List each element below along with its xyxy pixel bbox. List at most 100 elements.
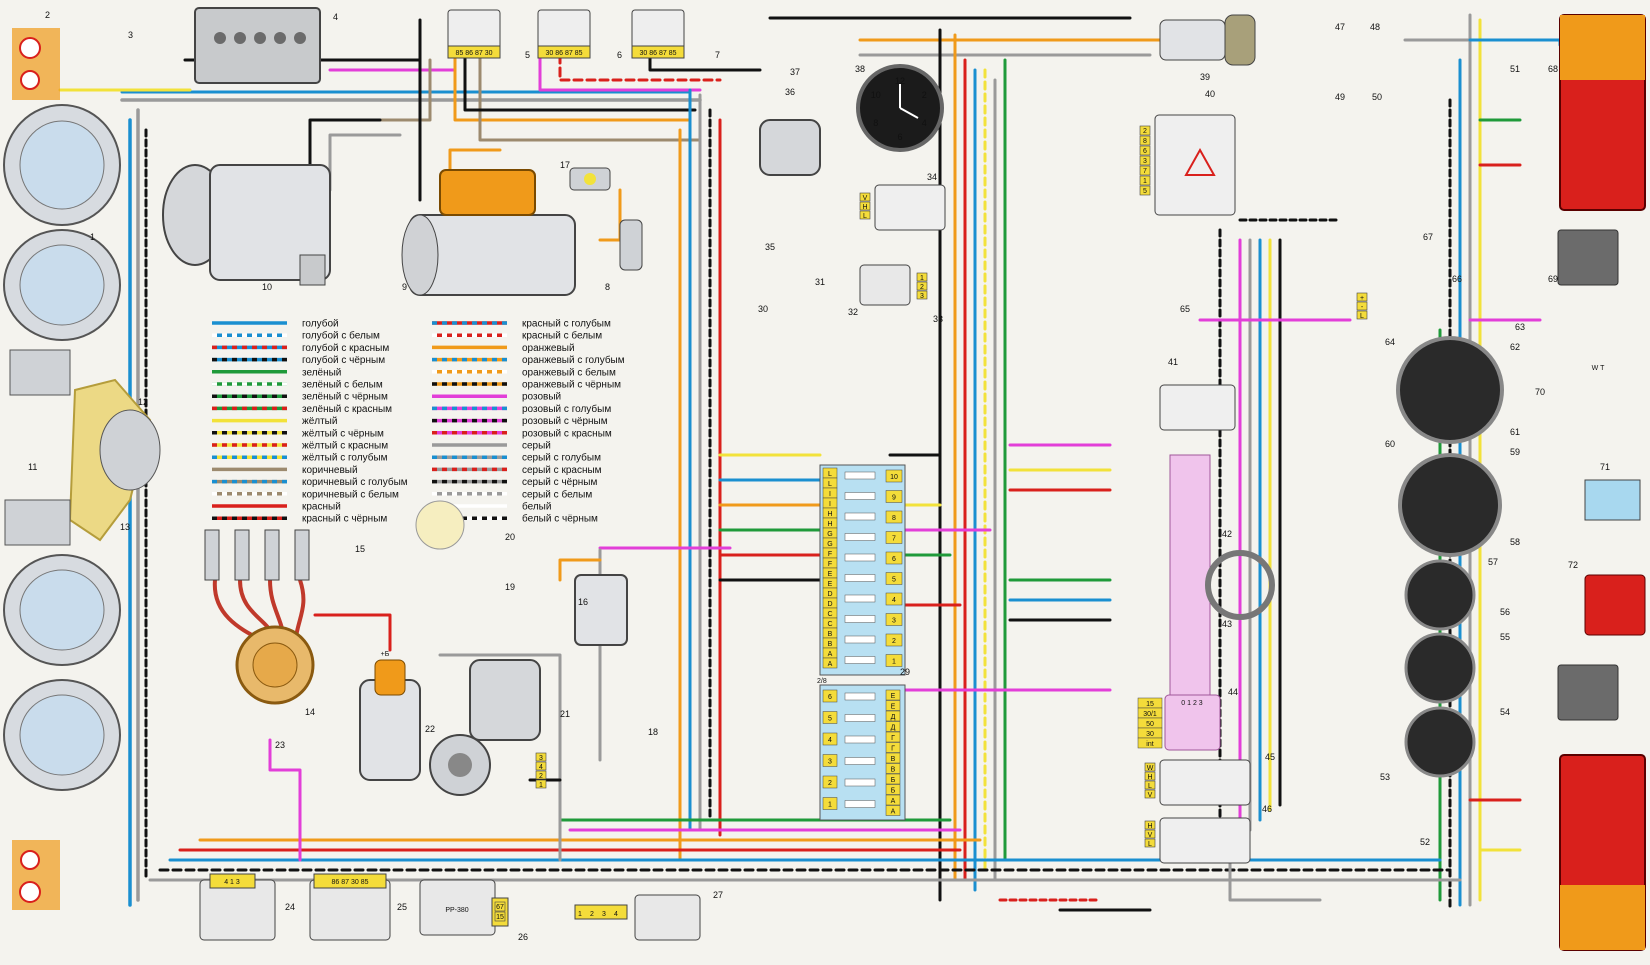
legend-label: оранжевый с голубым <box>522 354 625 366</box>
fuse-number: 1 <box>828 802 832 809</box>
switch-45-pin-label: V <box>1148 792 1153 799</box>
clock-numeral: 12 <box>895 76 905 86</box>
legend-entry: коричневый с голубым <box>212 476 408 488</box>
fuse-number-cell <box>885 633 903 647</box>
spark-plugs <box>204 529 310 581</box>
legend-entry: серый <box>432 441 551 452</box>
fuse-letter: E <box>891 693 896 700</box>
fuse-letter: A <box>828 661 833 668</box>
spark-plug-8 <box>619 219 643 271</box>
fuse-number-cell <box>822 754 838 767</box>
heater-switch <box>874 184 946 231</box>
legend-entry: серый с голубым <box>432 452 601 464</box>
switch-33-pin-label: 1 <box>920 275 924 282</box>
fuse-letter-cell <box>885 700 901 711</box>
switch-46-pin-label: H <box>1147 823 1152 830</box>
fuse-number-cell <box>885 654 903 667</box>
ignition-terminal: 30 <box>1146 731 1154 738</box>
rear-lamp-right-top <box>1559 14 1646 211</box>
wiper-21-pin <box>535 770 547 780</box>
label-switch-33: 33 <box>933 314 943 324</box>
fuse-letter: Г <box>891 746 895 753</box>
label-spark-plug-8: 8 <box>605 282 610 292</box>
regulator-26-pin-label: 15 <box>496 914 504 921</box>
gauge-56 <box>1404 559 1476 631</box>
relay-40-pin <box>1139 165 1151 176</box>
legend-label: белый с чёрным <box>522 513 598 525</box>
legend-entry: розовый с красным <box>432 428 612 439</box>
legend-label: серый <box>522 441 551 452</box>
wiper-21-pin-label: 3 <box>539 755 543 762</box>
gauge-54 <box>1404 706 1476 778</box>
switch-46-pin <box>1144 829 1156 839</box>
label-gauge-55: 55 <box>1500 632 1510 642</box>
lamp-71 <box>1584 479 1641 521</box>
label-gauge-58: 58 <box>1510 537 1520 547</box>
legend-label: розовый с чёрным <box>522 416 608 427</box>
fuse-letter: E <box>828 571 833 578</box>
legend-entry: голубой с красным <box>212 342 389 354</box>
label-relay-5: 5 <box>525 50 530 60</box>
clock-numeral: 8 <box>873 118 878 128</box>
fuse-number: 6 <box>828 694 832 701</box>
label-fan-motor: 12 <box>138 397 148 407</box>
label-sensor-30: 30 <box>758 304 768 314</box>
head-lamp-top-2 <box>3 229 121 341</box>
relay-40-pin-label: 1 <box>1143 178 1147 185</box>
ignition-terminal: int <box>1146 741 1153 748</box>
switch-33 <box>859 264 911 306</box>
relay-40-pin-label: 7 <box>1143 168 1147 175</box>
fuse <box>844 492 876 500</box>
fuse-number-cell <box>885 490 903 503</box>
relay-24 <box>199 873 276 941</box>
washer-pin-label: 2 <box>590 911 594 918</box>
label-lamp-44: 44 <box>1228 687 1238 697</box>
distributor <box>235 625 315 705</box>
switch-33-pin-label: 3 <box>920 293 924 300</box>
switch-34-pin-label: H <box>862 204 867 211</box>
fuse-letter: G <box>827 531 832 538</box>
fuse-letter: Б <box>891 777 896 784</box>
label-generator: 10 <box>262 282 272 292</box>
fuse-number: 3 <box>828 759 832 766</box>
legend-label: коричневый с голубым <box>302 476 408 488</box>
switch-46-pin <box>1144 820 1156 830</box>
legend-entry: красный с белым <box>432 330 602 342</box>
gauge-speedometer <box>1396 336 1504 444</box>
switch-45-pin <box>1144 771 1156 781</box>
fuse-number: 7 <box>892 536 896 543</box>
horn-bottom <box>4 499 71 546</box>
label-lamp-50: 50 <box>1372 92 1382 102</box>
washer-pin-label: 3 <box>602 911 606 918</box>
terminal-relay-5: 85 86 87 30 <box>456 50 493 57</box>
ignition-terminal-cell <box>1137 737 1163 749</box>
ignition-positions: 0 1 2 3 <box>1181 700 1203 707</box>
switch-46-pin-label: V <box>1148 832 1153 839</box>
fuse-letter-cell <box>885 710 901 722</box>
label-relay-66: 66 <box>1452 274 1462 284</box>
clock-numeral: 2 <box>922 90 927 100</box>
label-sensor-17: 17 <box>560 160 570 170</box>
fuse-letter: D <box>827 601 832 608</box>
fuse-number-cell <box>885 592 903 606</box>
fuse-number: 8 <box>892 515 896 522</box>
switch-34-pin <box>859 192 871 202</box>
fuse-letter: В <box>891 756 896 763</box>
lamp-20 <box>415 500 465 550</box>
fuse <box>844 533 876 541</box>
wiper-21-pin <box>535 779 547 789</box>
relay-66-pin <box>1356 292 1368 302</box>
legend-label: серый с белым <box>522 488 592 500</box>
switch-46-pin <box>1144 838 1156 848</box>
terminal-sensor-70: W T <box>1592 365 1605 372</box>
switch-45-pin-label: L <box>1148 783 1152 790</box>
label-relay-7: 7 <box>715 50 720 60</box>
label-motor-36: 36 <box>785 87 795 97</box>
legend-entry: голубой <box>212 318 339 330</box>
terminal-coil-22: +Б <box>381 651 390 658</box>
starter <box>401 169 576 296</box>
fuse <box>844 778 876 787</box>
fuse <box>844 656 876 664</box>
